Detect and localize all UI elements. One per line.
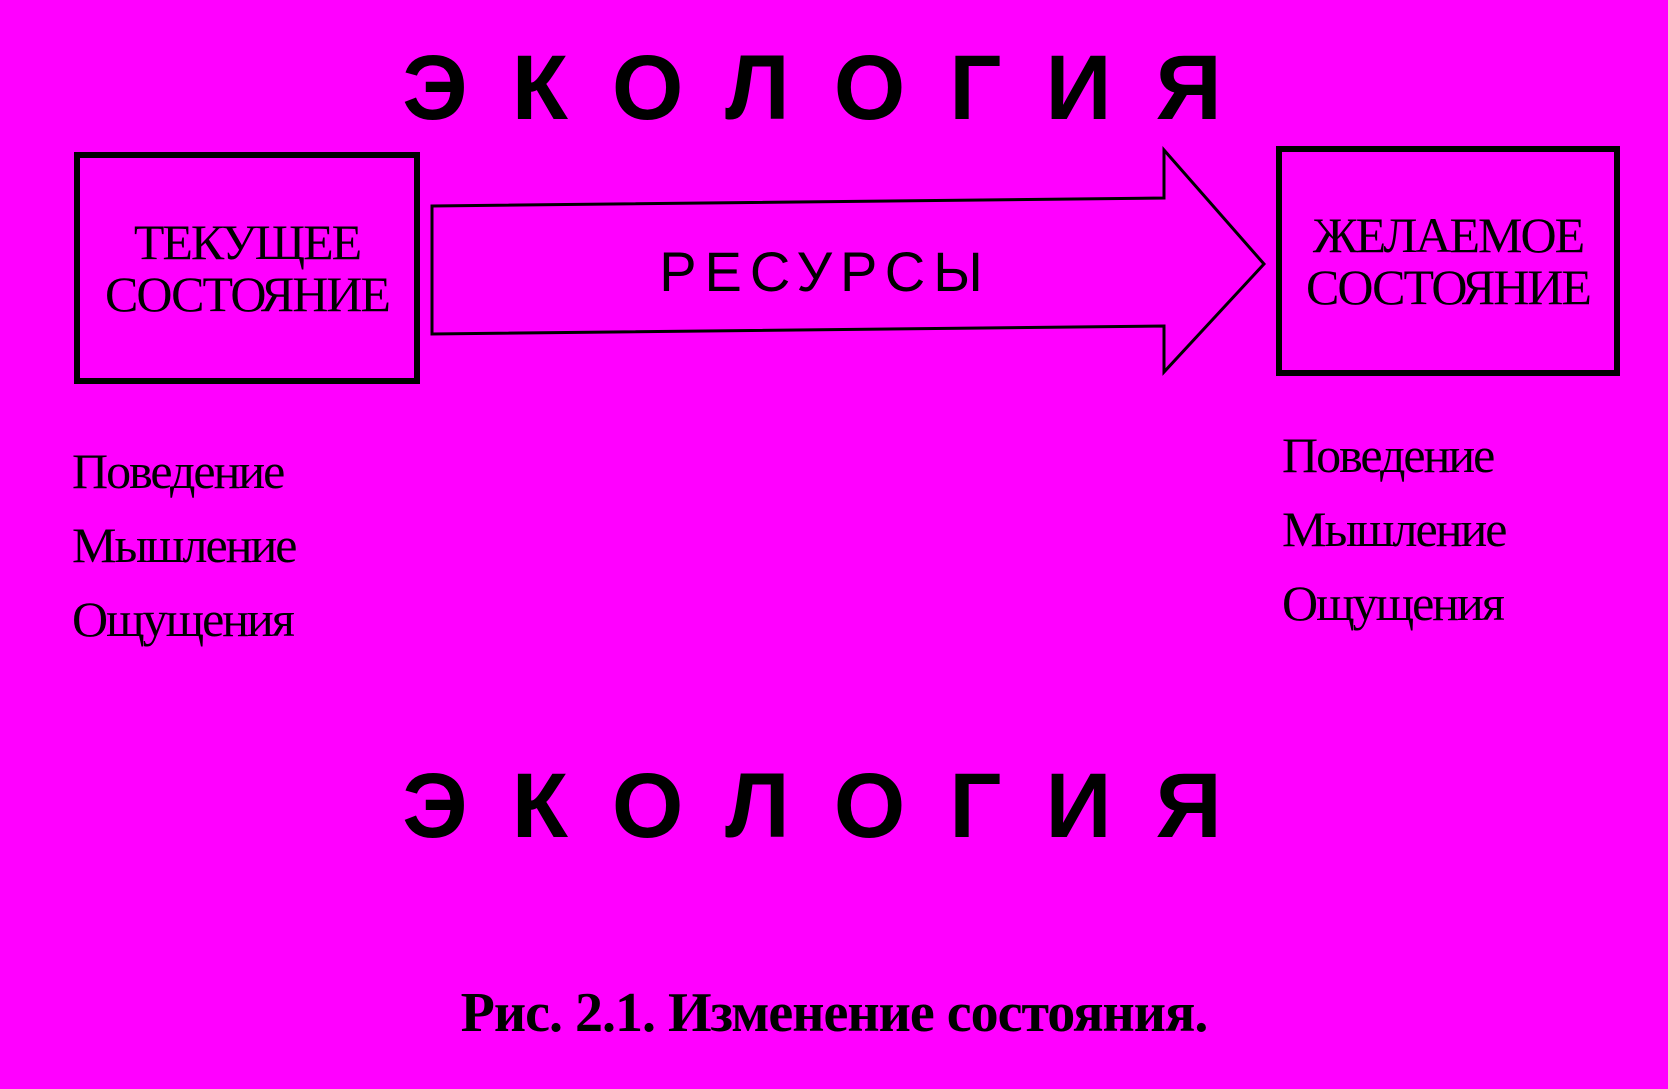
current-state-box: ТЕКУЩЕЕ СОСТОЯНИЕ <box>74 152 420 384</box>
desired-state-box: ЖЕЛАЕМОЕ СОСТОЯНИЕ <box>1276 146 1620 376</box>
figure-caption: Рис. 2.1. Изменение состояния. <box>460 982 1209 1044</box>
ecology-title-bottom: ЭКОЛОГИЯ <box>402 755 1266 857</box>
resources-arrow <box>430 146 1267 376</box>
resources-label: РЕСУРСЫ <box>659 240 991 303</box>
current-state-label-line2: СОСТОЯНИЕ <box>105 266 391 322</box>
desired-state-label-line2: СОСТОЯНИЕ <box>1306 259 1592 315</box>
resources-arrow-shape <box>430 146 1267 376</box>
desired-state-label-line1: ЖЕЛАЕМОЕ <box>1312 206 1585 263</box>
desired-aspect-feelings: Ощущения <box>1282 575 1505 631</box>
current-aspect-feelings: Ощущения <box>72 591 295 647</box>
desired-aspect-thinking: Мышление <box>1282 501 1507 557</box>
current-state-aspects: Поведение Мышление Ощущения <box>72 434 297 656</box>
current-aspect-behavior: Поведение <box>72 443 285 499</box>
desired-aspect-behavior: Поведение <box>1282 427 1495 483</box>
current-state-label-line1: ТЕКУЩЕЕ <box>133 213 362 270</box>
ecology-title-top: ЭКОЛОГИЯ <box>402 37 1266 139</box>
current-aspect-thinking: Мышление <box>72 517 297 573</box>
desired-state-aspects: Поведение Мышление Ощущения <box>1282 418 1507 640</box>
